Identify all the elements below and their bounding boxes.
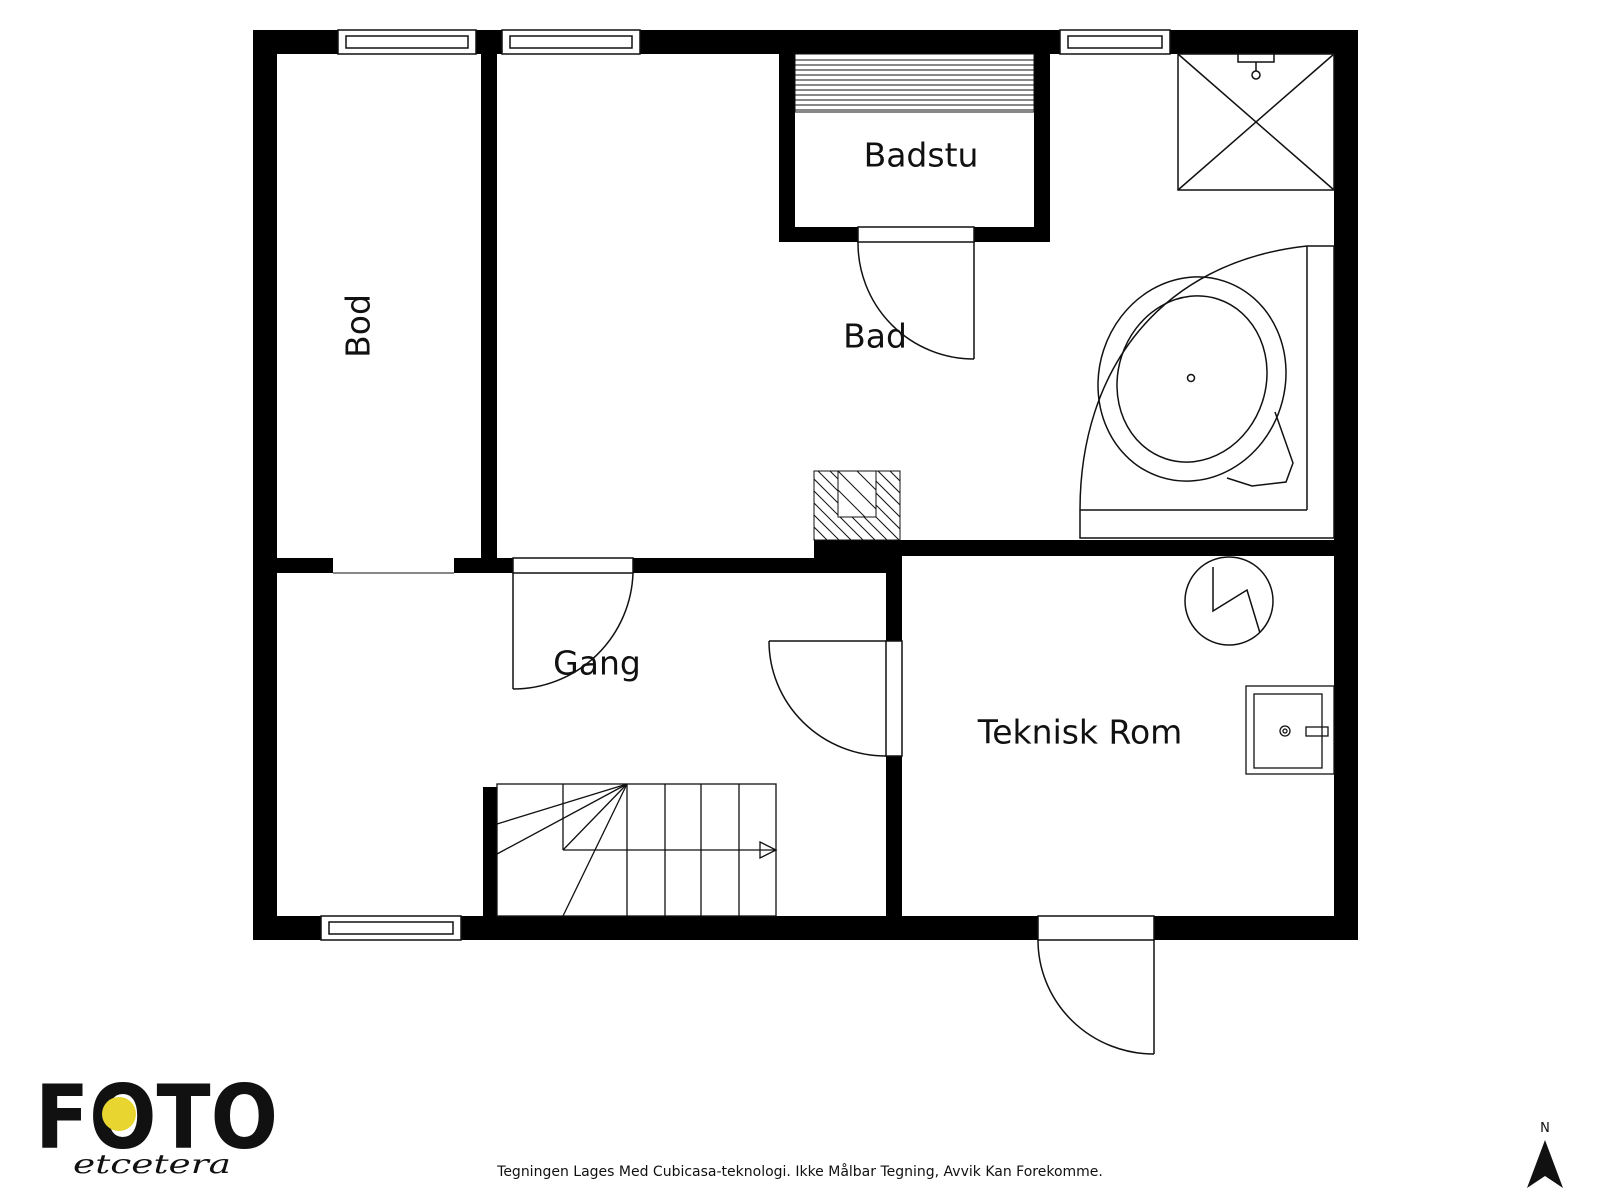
wall-badstu-bottom-left [779,227,858,242]
wall-bod-gang-left [277,558,333,573]
detail-line [814,526,828,540]
utility-sink [1245,685,1335,775]
detail-line [734,471,803,540]
wall-bod-gang-right [454,558,513,573]
window-bad-right [1059,29,1171,55]
wall-gang-teknisk-top [886,556,902,641]
room-label-teknisk-rom: Teknisk Rom [977,713,1183,752]
staircase [496,783,778,917]
sauna-bench [794,53,1035,113]
wall-chimney-base [814,540,898,558]
water-heater [1184,556,1274,646]
north-label: N [1540,1121,1550,1136]
outer-wall-left [253,30,277,940]
doors [333,226,1155,1055]
door-bad-gang [512,557,634,690]
logo-script-text: etcetera [73,1150,231,1180]
wall-badstu-right [1034,54,1050,242]
wall-bad-teknisk [898,540,1334,556]
wall-gang-teknisk-bottom [886,756,902,916]
room-label-bad: Bad [843,317,907,356]
wall-badstu-bottom-right [974,227,1050,242]
north-arrow-icon [1527,1140,1563,1188]
window-bod [337,29,477,55]
faucet-icon [1305,726,1329,737]
room-label-gang: Gang [553,644,641,683]
shower [1177,53,1335,191]
detail-line [814,538,816,540]
room-label-bod: Bod [339,294,378,358]
door-exterior [1037,915,1155,1055]
wall-bod-bad [481,54,497,558]
detail-line [877,471,900,494]
wall-badstu-left [779,54,795,242]
window-bad-top [501,29,641,55]
chimney [734,470,971,541]
walls [253,30,1358,940]
outer-wall-right [1334,30,1358,940]
bathtub [1079,245,1335,539]
logo-accent-dot [102,1097,136,1131]
room-label-badstu: Badstu [864,136,979,175]
disclaimer-text: Tegningen Lages Med Cubicasa-teknologi. … [497,1164,1103,1180]
sink-drain-icon [1279,725,1291,737]
drain-icon [1186,373,1196,383]
window-gang-bottom [320,915,462,941]
windows [320,29,1171,941]
detail-line [814,502,852,540]
detail-line [865,471,900,506]
logo-main-text: FOTO [35,1066,278,1169]
brand-logo: FOTO etcetera [35,1066,278,1180]
detail-line [902,471,971,540]
detail-line [814,514,840,540]
wall-gang-top [633,558,898,573]
shower-head-icon [1237,53,1275,80]
wall-stair-side [483,787,497,916]
detail-line [814,490,864,540]
door-badstu [857,226,975,360]
stair-arrow-icon [759,840,778,860]
door-gang-teknisk [768,640,903,757]
